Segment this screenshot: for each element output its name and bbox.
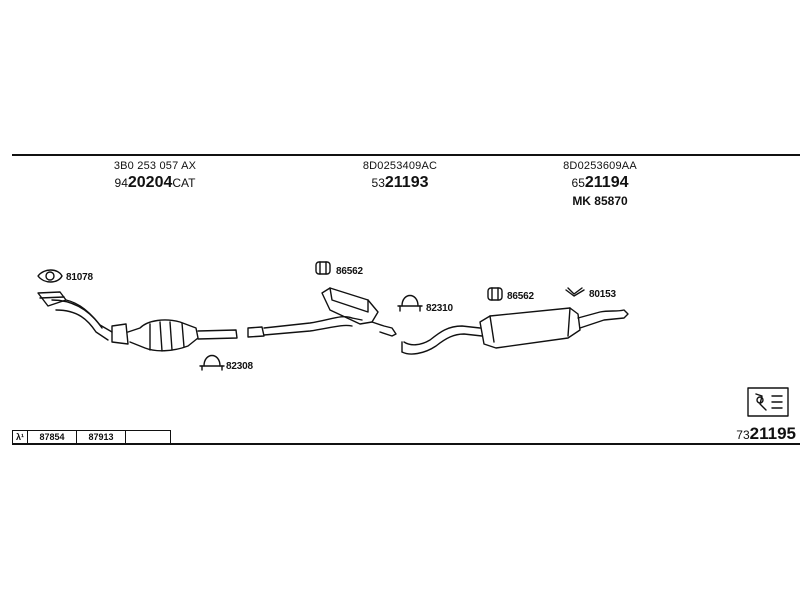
gasket-81078 — [37, 269, 63, 283]
hanger-86562a — [315, 261, 331, 275]
intermediate-pipe — [247, 315, 353, 338]
section-rear-silencer: 8D0253609AA 6521194 MK 85870 — [535, 160, 665, 208]
part-label-86562-a: 86562 — [336, 266, 363, 277]
section-number: 6521194 — [571, 174, 629, 191]
part-label-82310: 82310 — [426, 303, 453, 314]
part-label-82308: 82308 — [226, 361, 253, 372]
section-catalyst: 3B0 253 057 AX 9420204CAT — [80, 160, 230, 192]
section-ref: 8D0253409AC — [362, 160, 438, 172]
lambda-cell: 87913 — [77, 431, 127, 444]
catalytic-converter — [111, 319, 238, 352]
lambda-cell: 87854 — [28, 431, 78, 444]
lambda-sensor-table: λ¹ 87854 87913 — [12, 430, 172, 444]
reference-symbol-icon — [747, 387, 789, 417]
header-rule — [12, 154, 800, 156]
section-middle-silencer: 8D0253409AC 5321193 — [335, 160, 465, 192]
rear-muffler — [479, 307, 629, 349]
bracket-80153 — [565, 287, 585, 297]
part-label-81078: 81078 — [66, 272, 93, 283]
section-number: 5321193 — [371, 174, 429, 191]
footer-rule — [12, 443, 800, 445]
section-ref: 3B0 253 057 AX — [113, 160, 197, 172]
section-sub: MK 85870 — [572, 194, 628, 208]
section-number: 9420204CAT — [114, 174, 196, 191]
middle-silencer — [321, 287, 397, 337]
part-label-86562-b: 86562 — [507, 291, 534, 302]
clamp-82310 — [397, 294, 423, 312]
section-ref: 8D0253609AA — [563, 160, 637, 172]
front-pipe — [37, 291, 113, 341]
kit-number: 7321195 — [736, 424, 796, 443]
clamp-82308 — [199, 354, 225, 371]
hanger-86562b — [487, 287, 503, 301]
lambda-icon: λ¹ — [13, 431, 29, 444]
part-label-80153: 80153 — [589, 289, 616, 300]
rear-pipe — [401, 325, 483, 355]
